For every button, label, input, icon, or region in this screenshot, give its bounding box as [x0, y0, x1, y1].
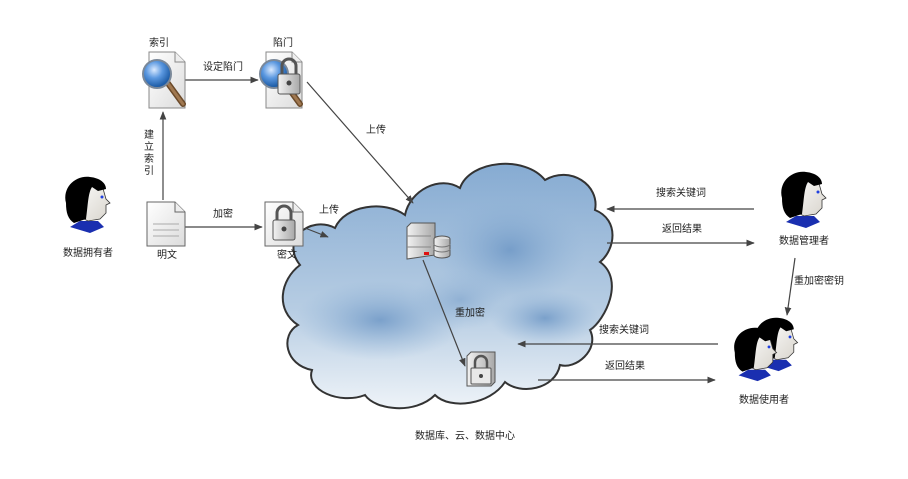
edges [159, 76, 796, 384]
edge-upload-cipher [304, 227, 329, 238]
manager-search-label: 搜索关键词 [656, 188, 706, 199]
ciphertext-label: 密文 [277, 250, 297, 261]
document-icon [146, 201, 186, 247]
data-users-label: 数据使用者 [739, 395, 789, 406]
magnifier-document-icon [142, 51, 186, 109]
edge-reencrypt [422, 259, 466, 367]
reencrypt-key-label: 重加密密钥 [794, 276, 844, 287]
index-label: 索引 [149, 38, 169, 49]
upload-trapdoor-label: 上传 [366, 125, 386, 136]
manager-return-label: 返回结果 [662, 224, 702, 235]
locked-magnifier-document-icon [259, 51, 303, 109]
user-return-label: 返回结果 [605, 361, 645, 372]
cloud-label: 数据库、云、数据中心 [415, 431, 515, 442]
server-database-icon [406, 222, 451, 260]
person-icon [65, 176, 111, 233]
cloud-icon [281, 162, 614, 410]
encrypt-label: 加密 [213, 209, 233, 220]
reencrypt-label: 重加密 [455, 308, 485, 319]
build-index-label: 建立索引 [144, 130, 154, 177]
data-manager-label: 数据管理者 [779, 236, 829, 247]
people-icon [734, 317, 799, 382]
set-trapdoor-label: 设定陷门 [203, 62, 243, 73]
person-icon [781, 171, 827, 228]
trapdoor-label: 陷门 [273, 38, 293, 49]
locked-document-icon [264, 201, 304, 247]
edge-reencrypt-key [784, 257, 796, 316]
data-owner-label: 数据拥有者 [63, 248, 113, 259]
user-search-label: 搜索关键词 [599, 325, 649, 336]
lock-box-icon [466, 351, 496, 387]
plaintext-label: 明文 [157, 250, 177, 261]
upload-cipher-label: 上传 [319, 205, 339, 216]
edge-upload-trapdoor [306, 81, 414, 204]
